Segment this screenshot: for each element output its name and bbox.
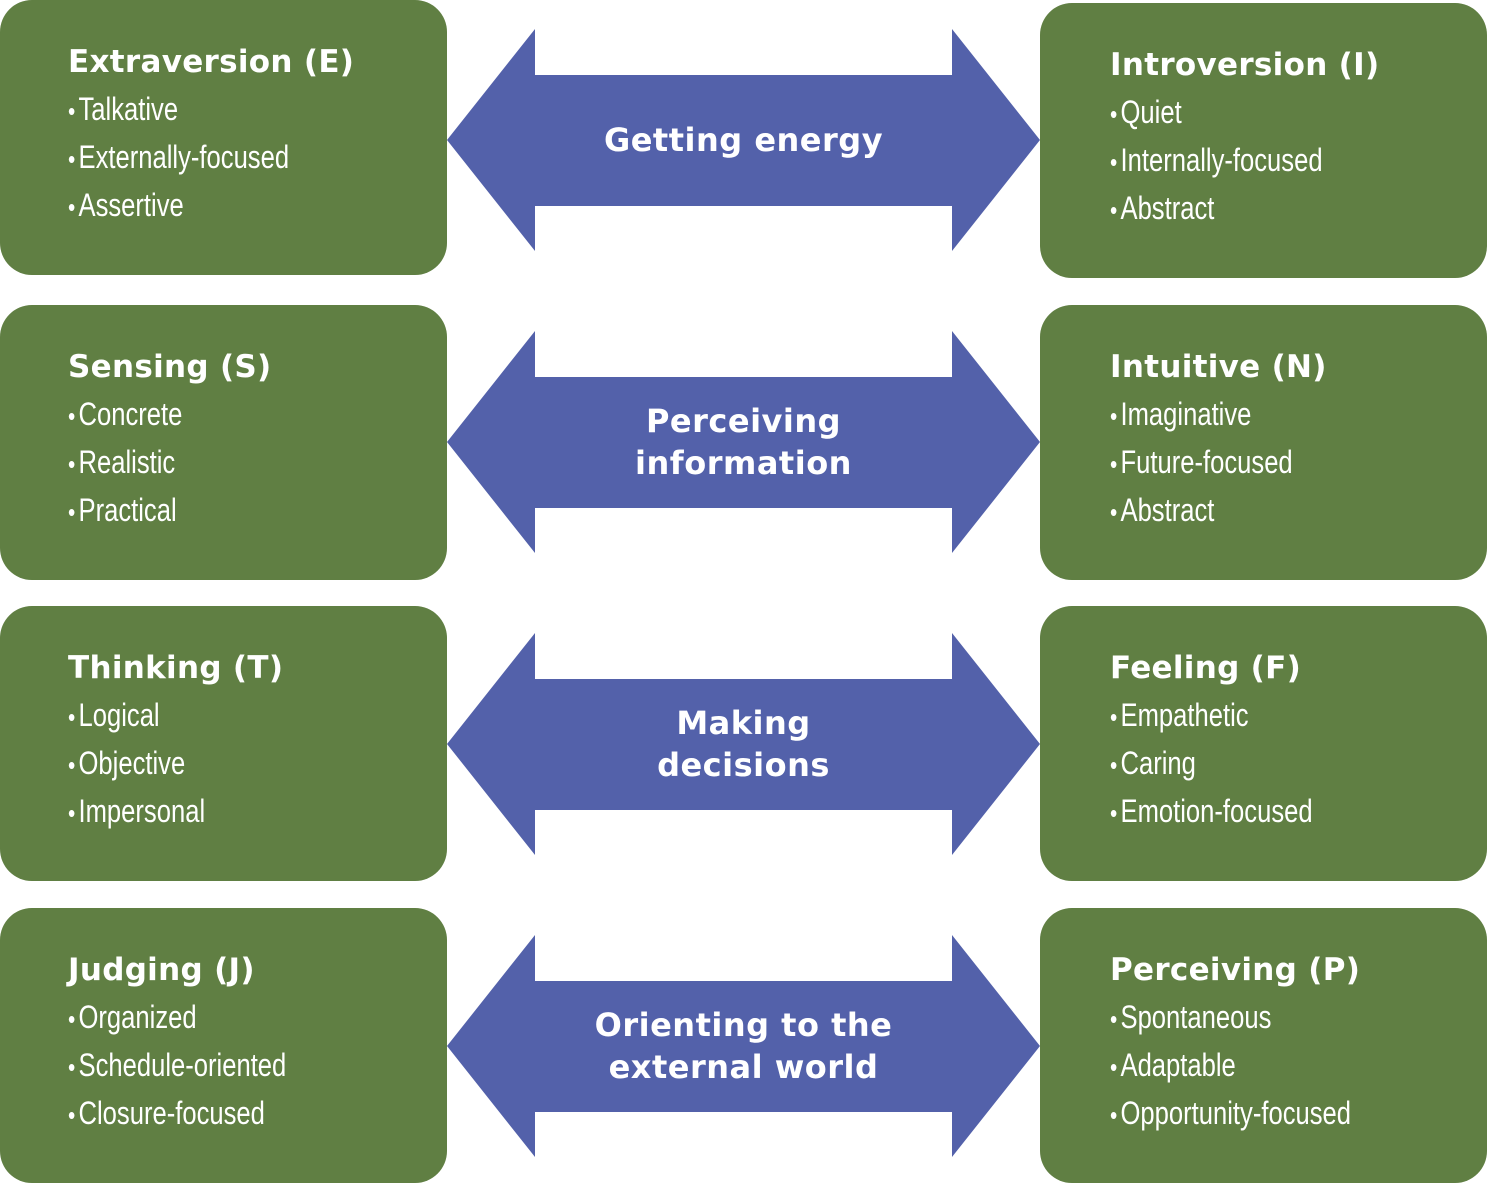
bullet-icon: • [1110, 1004, 1118, 1034]
trait-box-sensing: Sensing (S) •Concrete •Realistic •Practi… [0, 305, 447, 580]
trait-item: •Emotion-focused [1110, 793, 1313, 829]
trait-item: •Talkative [68, 91, 179, 127]
trait-list: •Quiet •Internally-focused •Abstract [1110, 89, 1487, 233]
trait-item: •Future-focused [1110, 444, 1293, 480]
trait-item: •Objective [68, 745, 186, 781]
bullet-icon: • [68, 192, 76, 222]
double-arrow-getting-energy: Getting energy [447, 29, 1040, 251]
bullet-icon: • [68, 750, 76, 780]
trait-item: •Practical [68, 492, 177, 528]
arrow-label: Perceiving information [635, 402, 852, 482]
trait-title: Sensing (S) [68, 349, 272, 385]
bullet-icon: • [68, 144, 76, 174]
trait-item: •Assertive [68, 187, 184, 223]
trait-title: Introversion (I) [1110, 47, 1380, 83]
trait-item: •Schedule-oriented [68, 1047, 287, 1083]
trait-item: •Caring [1110, 745, 1196, 781]
trait-item: •Realistic [68, 444, 176, 480]
double-arrow-making-decisions: Making decisions [447, 633, 1040, 855]
bullet-icon: • [1110, 195, 1118, 225]
trait-title: Feeling (F) [1110, 650, 1302, 686]
trait-box-perceiving: Perceiving (P) •Spontaneous •Adaptable •… [1040, 908, 1487, 1183]
bullet-icon: • [1110, 401, 1118, 431]
trait-item: •Logical [68, 697, 160, 733]
bullet-icon: • [1110, 1052, 1118, 1082]
bullet-icon: • [1110, 99, 1118, 129]
trait-box-thinking: Thinking (T) •Logical •Objective •Impers… [0, 606, 447, 881]
arrow-label: Getting energy [603, 121, 884, 159]
trait-item: •Abstract [1110, 190, 1215, 226]
trait-item: •Empathetic [1110, 697, 1249, 733]
trait-list: •Talkative •Externally-focused •Assertiv… [68, 86, 447, 230]
trait-list: •Imaginative •Future-focused •Abstract [1110, 391, 1487, 535]
trait-item: •Organized [68, 999, 197, 1035]
bullet-icon: • [68, 1100, 76, 1130]
trait-box-feeling: Feeling (F) •Empathetic •Caring •Emotion… [1040, 606, 1487, 881]
bullet-icon: • [68, 497, 76, 527]
trait-item: •Opportunity-focused [1110, 1095, 1352, 1131]
bullet-icon: • [68, 96, 76, 126]
bullet-icon: • [68, 449, 76, 479]
bullet-icon: • [1110, 449, 1118, 479]
trait-title: Intuitive (N) [1110, 349, 1327, 385]
bullet-icon: • [1110, 497, 1118, 527]
trait-item: •Internally-focused [1110, 142, 1323, 178]
bullet-icon: • [1110, 1100, 1118, 1130]
trait-title: Judging (J) [68, 952, 255, 988]
double-arrow-icon [447, 29, 1040, 251]
bullet-icon: • [68, 1052, 76, 1082]
double-arrow-orienting: Orienting to the external world [447, 935, 1040, 1157]
bullet-icon: • [1110, 798, 1118, 828]
trait-box-extraversion: Extraversion (E) •Talkative •Externally-… [0, 0, 447, 275]
bullet-icon: • [1110, 147, 1118, 177]
trait-list: •Concrete •Realistic •Practical [68, 391, 447, 535]
trait-list: •Organized •Schedule-oriented •Closure-f… [68, 994, 447, 1138]
trait-item: •Imaginative [1110, 396, 1252, 432]
bullet-icon: • [68, 1004, 76, 1034]
trait-item: •Concrete [68, 396, 183, 432]
trait-item: •Abstract [1110, 492, 1215, 528]
trait-box-judging: Judging (J) •Organized •Schedule-oriente… [0, 908, 447, 1183]
trait-list: •Logical •Objective •Impersonal [68, 692, 447, 836]
bullet-icon: • [1110, 702, 1118, 732]
trait-item: •Spontaneous [1110, 999, 1272, 1035]
bullet-icon: • [1110, 750, 1118, 780]
bullet-icon: • [68, 401, 76, 431]
trait-list: •Empathetic •Caring •Emotion-focused [1110, 692, 1487, 836]
double-arrow-icon [447, 633, 1040, 855]
trait-title: Perceiving (P) [1110, 952, 1361, 988]
arrow-label: Making decisions [657, 704, 830, 784]
trait-list: •Spontaneous •Adaptable •Opportunity-foc… [1110, 994, 1487, 1138]
trait-item: •Impersonal [68, 793, 206, 829]
trait-title: Extraversion (E) [68, 44, 355, 80]
trait-item: •Closure-focused [68, 1095, 265, 1131]
arrow-label: Orienting to the external world [594, 1006, 893, 1086]
trait-item: •Adaptable [1110, 1047, 1236, 1083]
double-arrow-icon [447, 935, 1040, 1157]
trait-box-intuitive: Intuitive (N) •Imaginative •Future-focus… [1040, 305, 1487, 580]
trait-title: Thinking (T) [68, 650, 284, 686]
trait-box-introversion: Introversion (I) •Quiet •Internally-focu… [1040, 3, 1487, 278]
double-arrow-icon [447, 331, 1040, 553]
trait-item: •Externally-focused [68, 139, 290, 175]
double-arrow-perceiving-information: Perceiving information [447, 331, 1040, 553]
bullet-icon: • [68, 798, 76, 828]
bullet-icon: • [68, 702, 76, 732]
trait-item: •Quiet [1110, 94, 1182, 130]
